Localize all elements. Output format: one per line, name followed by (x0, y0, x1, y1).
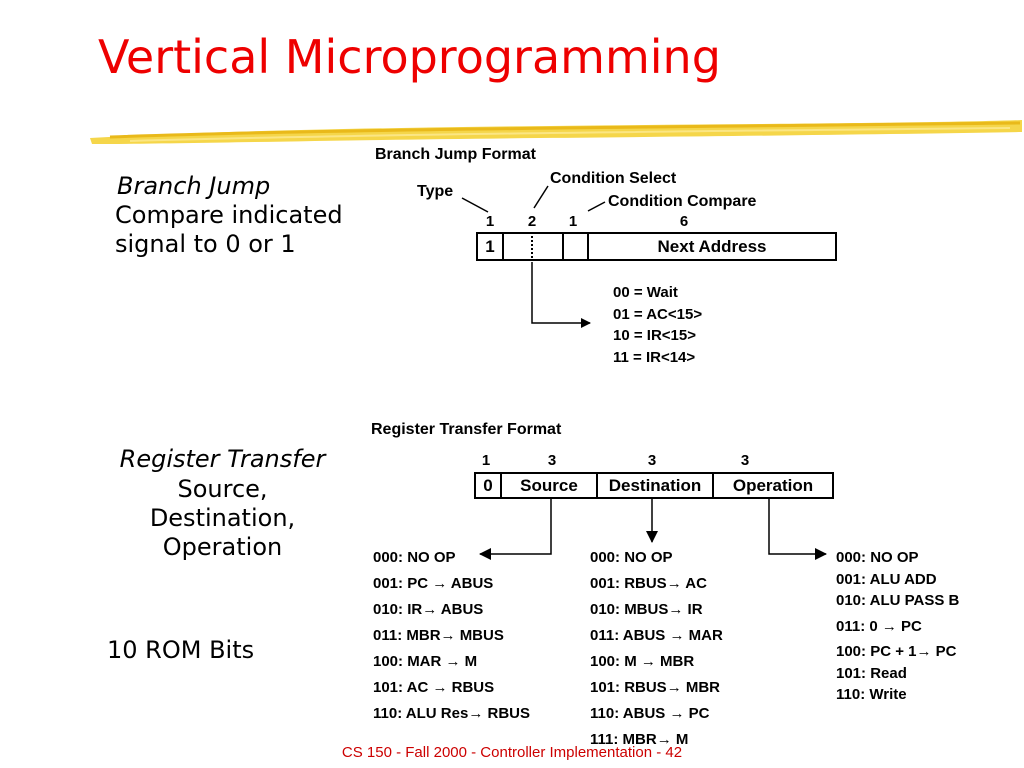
operation-code-item: 100: PC + 1→ PC (836, 643, 957, 660)
branch-format-box: 1 Next Address (476, 232, 837, 261)
condition-code-list: 00 = Wait 01 = AC<15> 10 = IR<15> 11 = I… (613, 282, 702, 368)
source-code-item: 000: NO OP (373, 549, 456, 566)
source-code-item: 001: PC → ABUS (373, 575, 494, 592)
register-format-title: Register Transfer Format (371, 421, 562, 438)
condition-code-item: 11 = IR<14> (613, 348, 696, 366)
destination-code-item: 001: RBUS→ AC (590, 575, 707, 592)
rom-bits-label: 10 ROM Bits (107, 636, 255, 664)
branch-jump-desc-line2: signal to 0 or 1 (115, 230, 296, 258)
branch-condition-compare-cell (564, 234, 589, 259)
type-label: Type (417, 183, 454, 200)
branch-width-type: 1 (485, 213, 495, 230)
operation-code-item: 110: Write (836, 686, 907, 703)
register-transfer-desc-line1: Source, (177, 475, 268, 503)
operation-code-item: 001: ALU ADD (836, 570, 937, 588)
register-transfer-heading: Register Transfer (119, 445, 326, 473)
source-code-item: 011: MBR→ MBUS (373, 627, 504, 644)
slide-footer: CS 150 - Fall 2000 - Controller Implemen… (341, 744, 683, 761)
register-transfer-desc-line3: Operation (162, 533, 283, 561)
condition-compare-label: Condition Compare (608, 193, 757, 210)
branch-condition-select-cell (504, 234, 564, 259)
register-width-destination: 3 (647, 452, 657, 469)
operation-code-item: 010: ALU PASS B (836, 592, 960, 609)
next-address-cell: Next Address (657, 236, 767, 256)
condition-code-item: 10 = IR<15> (613, 327, 696, 344)
destination-code-item: 110: ABUS → PC (590, 705, 710, 722)
condition-code-item: 01 = AC<15> (613, 305, 703, 323)
operation-code-item: 101: Read (836, 664, 907, 682)
branch-width-condition-select: 2 (527, 213, 537, 230)
operation-field-cell: Operation (732, 475, 814, 495)
condition-code-item: 00 = Wait (613, 284, 678, 301)
register-type-cell: 0 (476, 474, 502, 497)
source-code-item: 100: MAR → M (373, 653, 478, 670)
condition-select-label: Condition Select (550, 170, 677, 187)
branch-type-cell: 1 (478, 234, 504, 259)
branch-width-next-address: 6 (679, 213, 689, 230)
register-transfer-desc-line2: Destination, (149, 504, 296, 532)
branch-format-title: Branch Jump Format (375, 146, 536, 163)
register-format-box: 0 Source Destination Operation (474, 472, 834, 499)
operation-code-item: 000: NO OP (836, 549, 919, 566)
source-code-item: 101: AC → RBUS (373, 679, 495, 696)
destination-code-item: 011: ABUS → MAR (590, 627, 723, 644)
destination-code-item: 111: MBR→ M (590, 731, 689, 748)
source-field-cell: Source (502, 474, 598, 497)
source-code-item: 110: ALU Res→ RBUS (373, 705, 530, 722)
destination-code-item: 101: RBUS→ MBR (590, 679, 721, 696)
title-underline (90, 120, 1022, 144)
branch-width-condition-compare: 1 (568, 213, 578, 230)
destination-code-item: 000: NO OP (590, 549, 673, 566)
operation-code-list: 000: NO OP 001: ALU ADD 010: ALU PASS B … (836, 547, 959, 706)
operation-code-item: 011: 0 → PC (836, 617, 922, 635)
register-width-type: 1 (481, 452, 491, 469)
source-code-list: 000: NO OP 001: PC → ABUS 010: IR→ ABUS … (373, 545, 530, 727)
branch-jump-desc-line1: Compare indicated (115, 201, 343, 229)
destination-code-item: 010: MBUS→ IR (590, 601, 703, 618)
slide-title: Vertical Microprogramming (98, 30, 721, 84)
destination-code-list: 000: NO OP 001: RBUS→ AC 010: MBUS→ IR 0… (590, 545, 723, 753)
register-width-operation: 3 (740, 452, 750, 469)
branch-jump-heading: Branch Jump (117, 172, 271, 200)
register-width-source: 3 (547, 452, 557, 469)
destination-code-item: 100: M → MBR (590, 653, 695, 670)
destination-field-cell: Destination (598, 474, 714, 497)
source-code-item: 010: IR→ ABUS (373, 601, 484, 618)
